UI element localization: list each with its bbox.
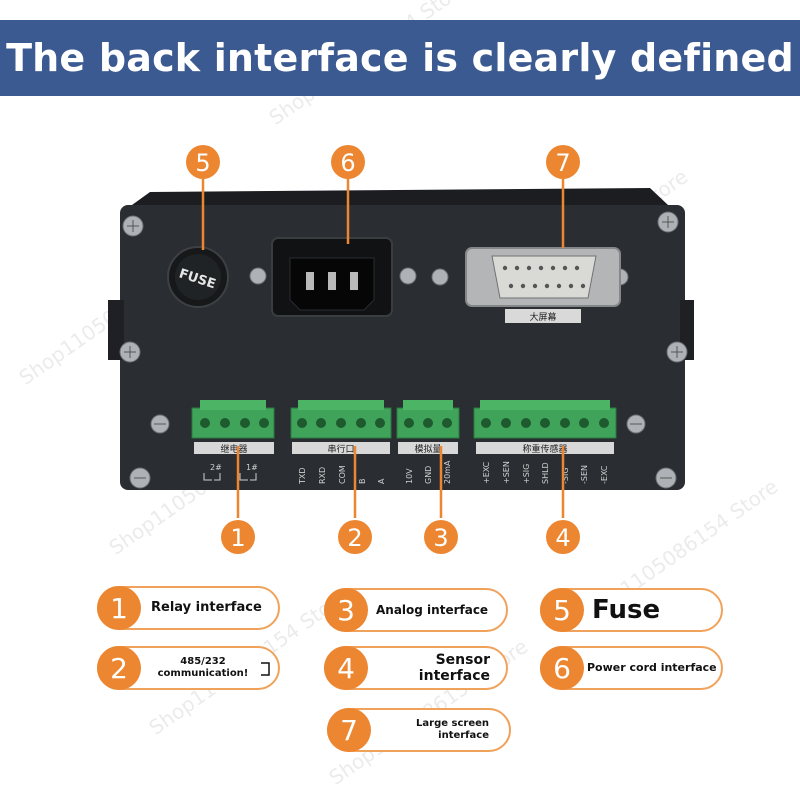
- pin-label: -EXC: [600, 465, 609, 484]
- fuse-holder: FUSE: [167, 246, 229, 308]
- analog-terminal-block: 模拟量: [396, 400, 460, 455]
- callout-marker-1: 1: [221, 520, 255, 554]
- legend-item-analog: 3 Analog interface: [324, 588, 508, 632]
- analog-label: 模拟量: [414, 443, 441, 455]
- screw-icon: [666, 341, 688, 363]
- db15-connector: 大屏幕: [431, 247, 629, 323]
- callout-marker-6: 6: [331, 145, 365, 179]
- sensor-label: 称重传感器: [522, 443, 567, 455]
- svg-text:4: 4: [555, 524, 570, 552]
- pin-label: +EXC: [482, 461, 491, 484]
- callout-marker-4: 4: [546, 520, 580, 554]
- title-banner: The back interface is clearly defined: [0, 20, 800, 96]
- serial-label: 串行口: [327, 443, 354, 455]
- legend-item-power: 6 Power cord interface: [540, 646, 723, 690]
- legend-item-fuse: 5 Fuse: [540, 588, 723, 632]
- pin-label: COM: [338, 465, 347, 484]
- legend-number: 2: [97, 646, 141, 690]
- pin-label: -SEN: [580, 465, 589, 484]
- relay-symbol: 1#: [239, 463, 258, 481]
- legend-number: 4: [324, 646, 368, 690]
- pin-label: +SEN: [502, 461, 511, 484]
- relay-terminal-block: 继电器: [191, 400, 275, 455]
- legend-text: Analog interface: [376, 603, 489, 617]
- legend-text: 485/232 communication!: [157, 656, 249, 679]
- pin-label: B: [358, 479, 367, 485]
- relay-symbol: 2#: [203, 463, 222, 481]
- svg-text:5: 5: [195, 149, 210, 177]
- legend-number: 1: [97, 586, 141, 630]
- legend-text: Relay interface: [151, 600, 262, 615]
- screw-icon: [119, 341, 141, 363]
- legend-item-relay: 1 Relay interface: [97, 586, 280, 630]
- svg-text:2#: 2#: [210, 463, 222, 472]
- legend-item-communication: 2 485/232 communication!: [97, 646, 280, 690]
- legend-number: 7: [327, 708, 371, 752]
- pin-label: GND: [424, 466, 433, 484]
- screw-icon: [626, 414, 646, 434]
- pin-label: SHLD: [541, 462, 550, 484]
- screw-icon: [150, 414, 170, 434]
- page-title: The back interface is clearly defined: [6, 36, 794, 80]
- callout-marker-5: 5: [186, 145, 220, 179]
- legend-item-large-screen: 7 Large screen interface: [327, 708, 511, 752]
- svg-text:2: 2: [347, 524, 362, 552]
- legend-number: 3: [324, 588, 368, 632]
- pin-label: +SIG: [522, 464, 531, 484]
- callout-marker-7: 7: [546, 145, 580, 179]
- legend-number: 5: [540, 588, 584, 632]
- device-top-lip: [132, 188, 668, 205]
- pin-label: 20mA: [443, 460, 452, 484]
- svg-text:6: 6: [340, 149, 355, 177]
- legend-item-sensor: 4 Sensor interface: [324, 646, 508, 690]
- pin-label: TXD: [298, 467, 307, 485]
- large-screen-port-label: 大屏幕: [529, 311, 556, 323]
- screw-icon: [655, 467, 677, 489]
- relay-label: 继电器: [220, 443, 247, 455]
- screw-icon: [657, 211, 679, 233]
- svg-text:1: 1: [230, 524, 245, 552]
- pin-label: RXD: [318, 467, 327, 484]
- callout-marker-2: 2: [338, 520, 372, 554]
- legend-text: Fuse: [592, 595, 661, 625]
- pin-label: -SIG: [561, 467, 570, 484]
- pin-label: 10V: [405, 468, 414, 484]
- legend-text: Sensor interface: [418, 652, 490, 684]
- screw-icon: [129, 467, 151, 489]
- power-socket: [249, 237, 417, 317]
- serial-terminal-block: 串行口: [290, 400, 392, 455]
- callout-marker-3: 3: [424, 520, 458, 554]
- sensor-terminal-block: 称重传感器: [473, 400, 617, 455]
- bracket-icon: [261, 662, 270, 676]
- legend-number: 6: [540, 646, 584, 690]
- svg-text:1#: 1#: [246, 463, 258, 472]
- legend-text: Large screen interface: [416, 718, 489, 741]
- screw-icon: [122, 215, 144, 237]
- legend-text: Power cord interface: [587, 661, 717, 674]
- pin-label: A: [377, 478, 386, 484]
- svg-text:3: 3: [433, 524, 448, 552]
- callout-lines: [201, 177, 565, 518]
- svg-text:7: 7: [555, 149, 570, 177]
